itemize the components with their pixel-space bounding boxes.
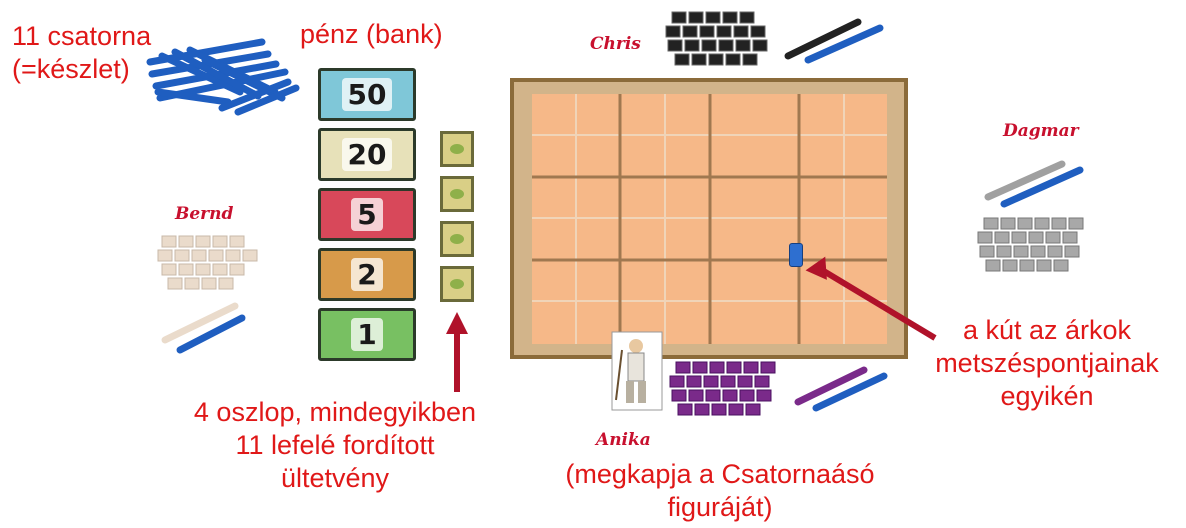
board-grid <box>514 82 904 355</box>
money-note-20-value: 20 <box>342 138 393 171</box>
money-note-2-value: 2 <box>351 258 382 291</box>
well-label: a kút az árkok metszéspontjainak egyikén <box>912 314 1182 413</box>
well-label-line-3: egyikén <box>912 380 1182 413</box>
well-label-line-2: metszéspontjainak <box>912 347 1182 380</box>
plantation-columns-label-line-2: 11 lefelé fordított <box>170 429 500 462</box>
plantation-columns-label-line-3: ültetvény <box>170 462 500 495</box>
money-note-20: 20 <box>318 128 416 181</box>
canal-supply-label: 11 csatorna (=készlet) <box>12 20 151 86</box>
money-note-1-value: 1 <box>351 318 382 351</box>
player-name-chris: Chris <box>590 34 641 54</box>
money-note-50: 50 <box>318 68 416 121</box>
money-note-5-value: 5 <box>351 198 382 231</box>
money-note-5: 5 <box>318 188 416 241</box>
canal-supply-label-line-2: (=készlet) <box>12 53 151 86</box>
plantation-column-2 <box>440 176 474 212</box>
plantation-column-1 <box>440 131 474 167</box>
plantation-columns-label: 4 oszlop, mindegyikben 11 lefelé fordíto… <box>170 396 500 495</box>
anika-note-label: (megkapja a Csatornaásó figuráját) <box>520 458 920 524</box>
canal-supply-label-line-1: 11 csatorna <box>12 20 151 53</box>
plantation-column-3 <box>440 221 474 257</box>
money-note-50-value: 50 <box>342 78 393 111</box>
arrow-up-icon <box>446 312 468 392</box>
player-name-anika: Anika <box>596 430 651 450</box>
money-bank-label: pénz (bank) <box>300 18 443 51</box>
well-label-line-1: a kút az árkok <box>912 314 1182 347</box>
anika-note-label-line-2: figuráját) <box>520 491 920 524</box>
well-marker <box>789 243 803 267</box>
money-note-1: 1 <box>318 308 416 361</box>
player-name-bernd: Bernd <box>175 204 233 224</box>
anika-note-label-line-1: (megkapja a Csatornaásó <box>520 458 920 491</box>
plantation-column-4 <box>440 266 474 302</box>
money-note-2: 2 <box>318 248 416 301</box>
plantation-columns-label-line-1: 4 oszlop, mindegyikben <box>170 396 500 429</box>
player-name-dagmar: Dagmar <box>1003 121 1079 141</box>
game-board <box>510 78 908 359</box>
